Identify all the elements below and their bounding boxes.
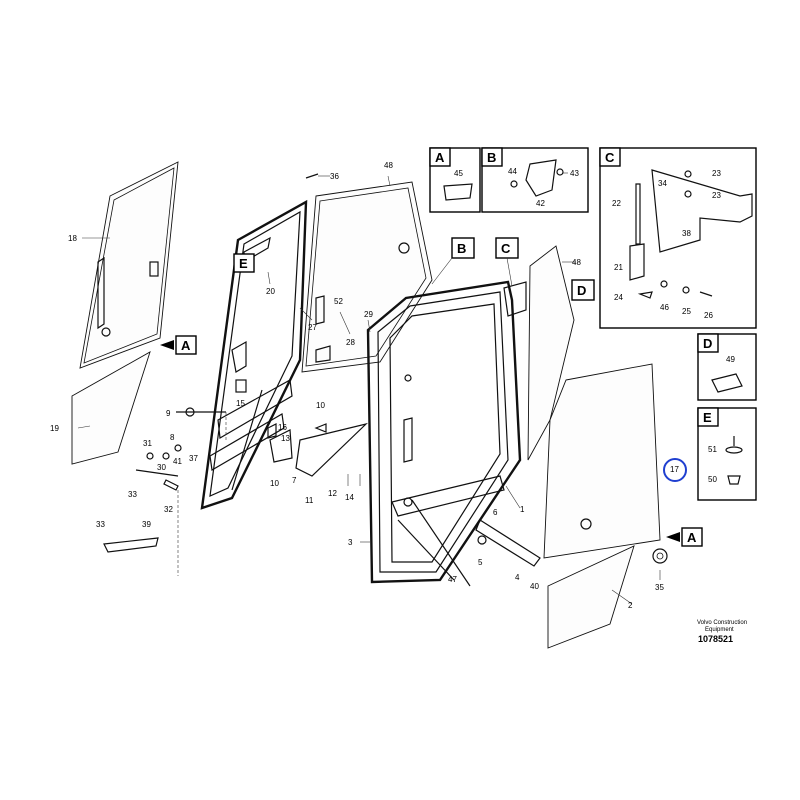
- svg-text:43: 43: [570, 169, 579, 178]
- detail-box-e: E 51 50: [697, 407, 757, 501]
- callout-30: 30: [157, 463, 166, 472]
- svg-text:B: B: [487, 150, 496, 165]
- callout-19: 19: [50, 424, 59, 433]
- company-line-2: Equipment: [705, 627, 734, 633]
- svg-text:46: 46: [660, 303, 669, 312]
- callout-3: 3: [348, 538, 353, 547]
- svg-text:23: 23: [712, 169, 721, 178]
- callout-32: 32: [164, 505, 173, 514]
- callout-11: 11: [305, 496, 314, 505]
- svg-text:C: C: [605, 150, 615, 165]
- detail-box-b: B 44 43 42: [481, 147, 589, 213]
- svg-text:50: 50: [708, 475, 717, 484]
- callout-6: 6: [493, 508, 498, 517]
- view-marker-e: E: [233, 253, 255, 273]
- callout-10b: 10: [270, 479, 279, 488]
- callout-28: 28: [346, 338, 355, 347]
- svg-text:B: B: [457, 241, 466, 256]
- callout-20: 20: [266, 287, 275, 296]
- lower-panel-19: [71, 351, 151, 465]
- svg-text:E: E: [703, 410, 712, 425]
- detail-box-a: A 45: [429, 147, 481, 213]
- svg-text:A: A: [435, 150, 445, 165]
- company-line-1: Volvo Construction: [697, 620, 747, 626]
- svg-text:51: 51: [708, 445, 717, 454]
- callout-12: 12: [328, 489, 337, 498]
- detail-box-d: D 49: [697, 333, 757, 401]
- view-marker-a1: A: [160, 335, 197, 355]
- callout-7: 7: [292, 476, 297, 485]
- svg-text:42: 42: [536, 199, 545, 208]
- svg-text:A: A: [181, 338, 191, 353]
- svg-text:21: 21: [614, 263, 623, 272]
- detail-box-c: C 23 34 23 22 38 21 24 46 25 26: [599, 147, 757, 329]
- callout-47: 47: [448, 575, 457, 584]
- callout-33a: 33: [128, 490, 137, 499]
- svg-text:44: 44: [508, 167, 517, 176]
- callout-4: 4: [515, 573, 520, 582]
- svg-text:38: 38: [682, 229, 691, 238]
- callout-35: 35: [655, 583, 664, 592]
- svg-text:45: 45: [454, 169, 463, 178]
- callout-41: 41: [173, 457, 182, 466]
- callout-33b: 33: [96, 520, 105, 529]
- callout-17: 17: [670, 465, 679, 474]
- callout-1: 1: [520, 505, 525, 514]
- callout-8: 8: [170, 433, 175, 442]
- callout-labels: 1 2 3 4 5 6 7 8 9 10 10 11 12 13 14 15 1…: [50, 161, 679, 610]
- callout-39: 39: [142, 520, 151, 529]
- callout-52: 52: [334, 297, 343, 306]
- callout-9: 9: [166, 409, 171, 418]
- callout-13: 13: [281, 434, 290, 443]
- callout-36: 36: [330, 172, 339, 181]
- left-door-frame: [200, 199, 308, 510]
- callout-31: 31: [143, 439, 152, 448]
- callout-5: 5: [478, 558, 483, 567]
- view-marker-a2: A: [666, 527, 703, 547]
- callout-2: 2: [628, 601, 633, 610]
- svg-text:24: 24: [614, 293, 623, 302]
- callout-48a: 48: [384, 161, 393, 170]
- svg-text:25: 25: [682, 307, 691, 316]
- svg-text:26: 26: [704, 311, 713, 320]
- svg-text:E: E: [239, 256, 248, 271]
- callout-27: 27: [308, 323, 317, 332]
- callout-18: 18: [68, 234, 77, 243]
- footer: Volvo Construction Equipment 1078521: [697, 620, 747, 644]
- svg-text:C: C: [501, 241, 511, 256]
- callout-15: 15: [236, 399, 245, 408]
- svg-text:A: A: [687, 530, 697, 545]
- hardware-parts: [103, 173, 668, 567]
- right-door-glass: [527, 245, 575, 461]
- callout-10a: 10: [316, 401, 325, 410]
- callout-16: 16: [278, 423, 287, 432]
- center-glass: [301, 181, 433, 373]
- view-marker-c: C: [495, 237, 519, 287]
- callout-48b: 48: [572, 258, 581, 267]
- drawing-number: 1078521: [698, 634, 733, 644]
- svg-text:23: 23: [712, 191, 721, 200]
- callout-14: 14: [345, 493, 354, 502]
- highlight-circle-17[interactable]: [663, 458, 687, 482]
- svg-text:D: D: [703, 336, 712, 351]
- lower-panel-2: [547, 545, 635, 649]
- leader-lines: [77, 175, 661, 605]
- callout-40: 40: [530, 582, 539, 591]
- view-marker-d: D: [571, 279, 595, 301]
- svg-text:D: D: [577, 283, 586, 298]
- svg-text:22: 22: [612, 199, 621, 208]
- right-door-frame: [366, 280, 527, 587]
- callout-37: 37: [189, 454, 198, 463]
- rear-side-glass: [79, 161, 179, 369]
- svg-text:34: 34: [658, 179, 667, 188]
- svg-text:49: 49: [726, 355, 735, 364]
- view-marker-b: B: [431, 237, 475, 285]
- callout-29: 29: [364, 310, 373, 319]
- glass-panel-17: [543, 363, 661, 559]
